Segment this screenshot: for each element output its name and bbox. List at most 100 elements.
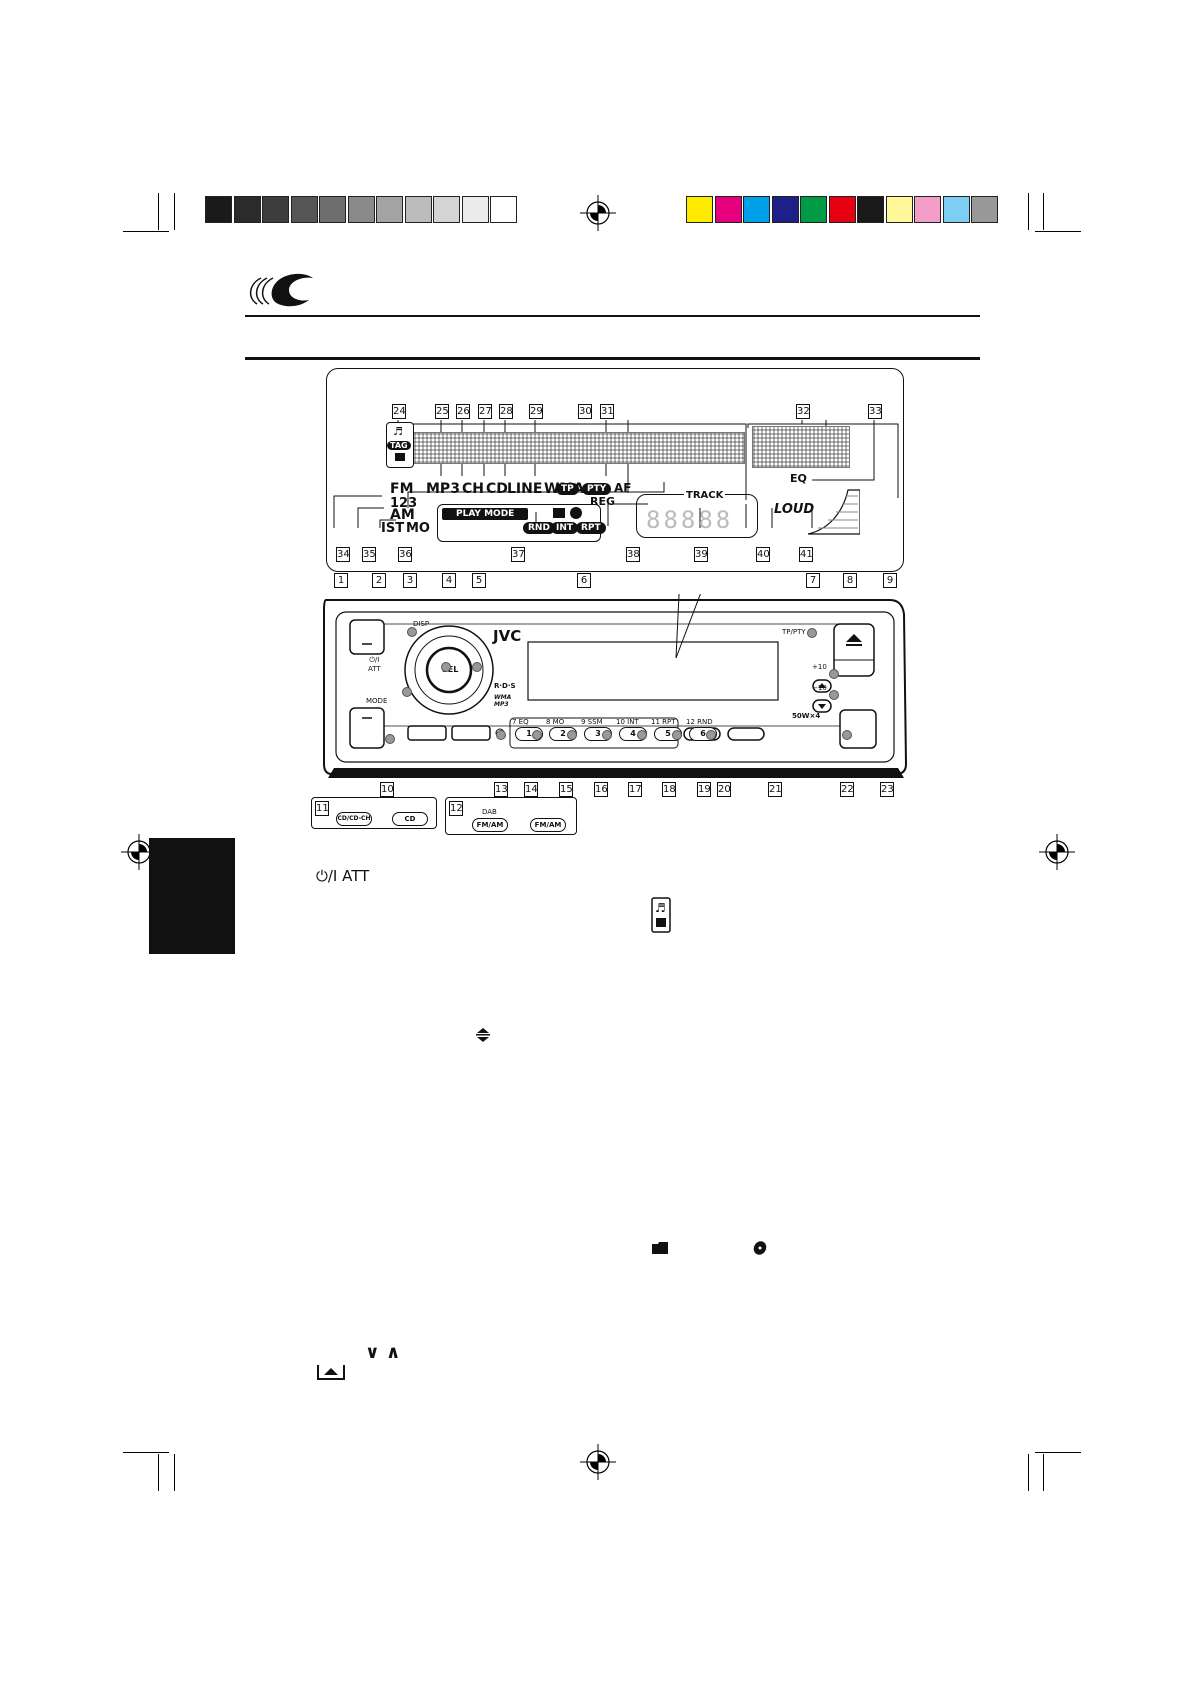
color-swatch: [857, 196, 884, 223]
wma-mp3-logo: WMA MP3: [494, 694, 512, 708]
preset-label-1: 7 EQ: [512, 718, 529, 726]
callout-34: 34: [336, 547, 350, 562]
callout-dot: [602, 730, 612, 740]
tp-indicator: TP: [556, 483, 579, 495]
fm-indicator: FM: [390, 481, 414, 497]
preset-bank-indicator: 123: [390, 496, 418, 511]
callout-22: 22: [840, 782, 854, 797]
registration-target-icon: [580, 1444, 616, 1480]
callout-35: 35: [362, 547, 376, 562]
tag-indicator: TAG: [387, 441, 411, 450]
display-diagram-panel: [326, 368, 904, 572]
power-att-label: ⏻/I ATT: [368, 656, 381, 673]
color-swatch: [376, 196, 403, 223]
color-swatch: [262, 196, 289, 223]
section-swoosh-logo-icon: [249, 273, 313, 307]
callout-3: 3: [403, 573, 417, 588]
callout-12: 12: [449, 801, 463, 816]
color-swatch: [942, 196, 970, 223]
folder-icon: [553, 508, 565, 518]
display-leader-lines: [333, 420, 899, 528]
disp-label: DISP: [413, 620, 430, 628]
color-swatch: [971, 196, 998, 223]
rds-logo: R·D·S: [494, 682, 516, 690]
inset-11-box: [311, 797, 437, 829]
callout-29: 29: [529, 404, 543, 419]
preset-label-3: 9 SSM: [581, 718, 603, 726]
color-swatch: [828, 196, 856, 223]
header-rule-bottom: [245, 357, 980, 360]
ch-indicator: CH: [462, 481, 484, 497]
callout-20: 20: [717, 782, 731, 797]
callout-dot: [829, 690, 839, 700]
track-indicator: TRACK: [684, 490, 726, 501]
callout-dot: [829, 669, 839, 679]
callout-41: 41: [799, 547, 813, 562]
callout-7: 7: [806, 573, 820, 588]
folder-icon: [652, 1242, 668, 1254]
callout-dot: [472, 662, 482, 672]
callout-dot: [496, 730, 506, 740]
callout-8: 8: [843, 573, 857, 588]
callout-2: 2: [372, 573, 386, 588]
level-meter-icon: [807, 489, 860, 535]
power-att-text: ⏻/I ATT: [316, 867, 370, 885]
callout-4: 4: [442, 573, 456, 588]
callout-dot: [842, 730, 852, 740]
callout-dot: [402, 687, 412, 697]
crop-mark-tr-h: [1035, 231, 1081, 232]
disc-icon: [570, 507, 582, 519]
mono-indicator: MO: [406, 521, 430, 536]
disc-icon: [753, 1241, 767, 1255]
cd-button[interactable]: CD: [392, 812, 428, 826]
music-note-tag-icon: ♬ TAG: [386, 422, 414, 468]
preset-label-5: 11 RPT: [651, 718, 676, 726]
eq-indicator: EQ: [790, 472, 807, 485]
jvc-logo: JVC: [493, 627, 522, 645]
callout-14: 14: [524, 782, 538, 797]
callout-32: 32: [796, 404, 810, 419]
mode-label: MODE: [366, 697, 388, 705]
callout-dot: [807, 628, 817, 638]
pty-indicator: PTY: [582, 483, 612, 495]
fm-am-dab-button[interactable]: FM/AM: [472, 818, 508, 832]
callout-28: 28: [499, 404, 513, 419]
callout-15: 15: [559, 782, 573, 797]
preset-label-6: 12 RND: [686, 718, 713, 726]
dab-label: DAB: [482, 808, 497, 816]
registration-target-icon: [1039, 834, 1075, 870]
mp3-indicator: MP3: [426, 481, 460, 497]
color-swatch: [914, 196, 941, 223]
crop-mark-tr-v: [1028, 193, 1029, 230]
power-spec-label: 50W×4: [792, 712, 821, 720]
crop-mark-tl-h: [123, 231, 169, 232]
fm-am-button[interactable]: FM/AM: [530, 818, 566, 832]
color-swatch: [714, 196, 742, 223]
dot-matrix-eq: [752, 426, 850, 468]
callout-13: 13: [494, 782, 508, 797]
preset-label-2: 8 MO: [546, 718, 565, 726]
line-indicator: LINE: [507, 481, 543, 497]
rpt-indicator: RPT: [576, 522, 606, 534]
color-swatch: [771, 196, 799, 223]
callout-21: 21: [768, 782, 782, 797]
callout-dot: [532, 730, 542, 740]
inset-12-box: [445, 797, 577, 835]
color-swatch: [800, 196, 827, 223]
segment-digits: 88888: [646, 506, 734, 534]
cd-indicator: CD: [486, 481, 508, 497]
callout-10: 10: [380, 782, 394, 797]
play-mode-indicator: PLAY MODE: [442, 508, 529, 520]
dot-matrix-main: [413, 432, 745, 464]
callout-37: 37: [511, 547, 525, 562]
color-swatch: [461, 196, 489, 223]
callout-6: 6: [577, 573, 591, 588]
cd-cdch-button[interactable]: CD/CD-CH: [336, 812, 372, 826]
callout-40: 40: [756, 547, 770, 562]
callout-dot: [567, 730, 577, 740]
color-swatch: [743, 196, 770, 223]
callout-dot: [441, 662, 451, 672]
color-swatch: [347, 196, 375, 223]
callout-39: 39: [694, 547, 708, 562]
head-unit-body: [323, 594, 908, 778]
